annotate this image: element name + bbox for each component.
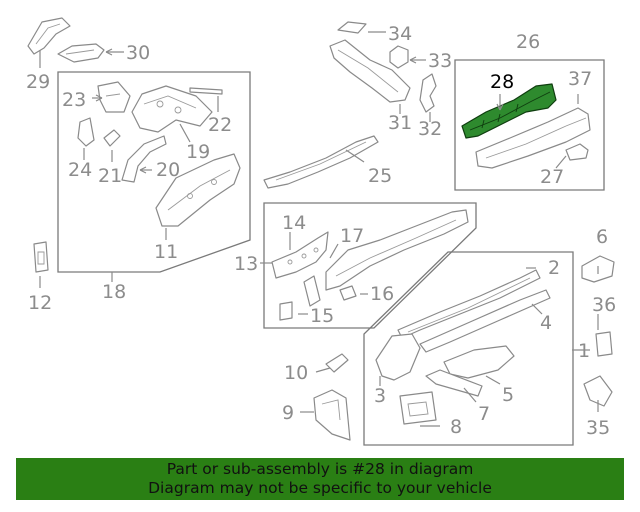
callout-34: 34 bbox=[388, 23, 412, 45]
part-16-clip[interactable] bbox=[339, 285, 357, 301]
part-27-bracket[interactable] bbox=[565, 143, 589, 161]
callout-26: 26 bbox=[516, 31, 540, 53]
callout-36: 36 bbox=[592, 294, 616, 316]
banner-line-disclaimer: Diagram may not be specific to your vehi… bbox=[148, 479, 492, 497]
part-11-apron-rail[interactable] bbox=[155, 153, 241, 227]
callout-33: 33 bbox=[428, 50, 452, 72]
part-25-reinforcement[interactable] bbox=[263, 135, 379, 189]
part-3-sill-extension[interactable] bbox=[375, 333, 421, 381]
part-12-bracket[interactable] bbox=[33, 241, 49, 273]
part-36-plate[interactable] bbox=[595, 331, 613, 357]
callout-19: 19 bbox=[186, 141, 210, 163]
banner-line-part-notice: Part or sub-assembly is #28 in diagram bbox=[166, 460, 474, 478]
callout-1: 1 bbox=[578, 340, 590, 362]
group-box-13 bbox=[263, 202, 477, 329]
callout-12: 12 bbox=[28, 292, 52, 314]
callout-9: 9 bbox=[282, 402, 294, 424]
callout-labels: 29 30 34 33 31 32 23 22 19 24 21 20 11 1… bbox=[26, 23, 616, 439]
callout-20: 20 bbox=[156, 159, 180, 181]
part-24-brace[interactable] bbox=[77, 117, 95, 147]
callout-5: 5 bbox=[502, 384, 514, 406]
part-33-clip[interactable] bbox=[389, 45, 409, 69]
group-box-26 bbox=[454, 59, 605, 191]
part-34-plate[interactable] bbox=[337, 21, 367, 34]
callout-15: 15 bbox=[310, 305, 334, 327]
part-10-bolt[interactable] bbox=[325, 353, 349, 373]
callout-11: 11 bbox=[154, 241, 178, 263]
callout-21: 21 bbox=[98, 165, 122, 187]
part-20-wheelhouse-lower[interactable] bbox=[121, 135, 167, 183]
callout-37: 37 bbox=[568, 68, 592, 90]
callout-10: 10 bbox=[284, 362, 308, 384]
part-14-plate[interactable] bbox=[271, 231, 329, 279]
exploded-parts-diagram: 29 30 34 33 31 32 23 22 19 24 21 20 11 1… bbox=[26, 17, 616, 446]
part-7-crossmember[interactable] bbox=[425, 369, 483, 397]
group-box-1 bbox=[363, 251, 574, 446]
part-28-side-member[interactable] bbox=[461, 83, 557, 139]
part-15-bracket[interactable] bbox=[279, 301, 293, 321]
callout-14: 14 bbox=[282, 212, 306, 234]
part-22-strip[interactable] bbox=[189, 87, 223, 95]
callout-25: 25 bbox=[368, 165, 392, 187]
callout-29: 29 bbox=[26, 71, 50, 93]
callout-32: 32 bbox=[418, 118, 442, 140]
part-13-bracket[interactable] bbox=[303, 275, 321, 307]
part-21-bracket[interactable] bbox=[103, 129, 121, 147]
callout-2: 2 bbox=[548, 257, 560, 279]
callout-31: 31 bbox=[388, 112, 412, 134]
part-4-rocker-inner[interactable] bbox=[419, 289, 551, 353]
part-9-bracket[interactable] bbox=[313, 389, 351, 441]
callout-4: 4 bbox=[540, 312, 552, 334]
callout-17: 17 bbox=[340, 225, 364, 247]
callout-8: 8 bbox=[450, 416, 462, 438]
part-2-rocker-outer[interactable] bbox=[397, 269, 541, 339]
callout-23: 23 bbox=[62, 89, 86, 111]
callout-27: 27 bbox=[540, 166, 564, 188]
group-box-18 bbox=[57, 71, 251, 273]
callout-22: 22 bbox=[208, 114, 232, 136]
part-5-floor-pan[interactable] bbox=[443, 345, 515, 379]
part-31-upper-rail[interactable] bbox=[329, 39, 411, 103]
callout-35: 35 bbox=[586, 417, 610, 439]
callout-30: 30 bbox=[126, 42, 150, 64]
part-29-wheelhouse-bracket[interactable] bbox=[27, 17, 71, 55]
callout-6: 6 bbox=[596, 226, 608, 248]
part-17-inner-rail[interactable] bbox=[325, 209, 469, 291]
callout-3: 3 bbox=[374, 385, 386, 407]
part-19-wheelhouse-upper[interactable] bbox=[131, 85, 213, 133]
part-35-bracket[interactable] bbox=[583, 375, 613, 407]
part-37-frame-rail[interactable] bbox=[475, 107, 591, 169]
info-banner: Part or sub-assembly is #28 in diagram D… bbox=[16, 458, 624, 500]
callout-16: 16 bbox=[370, 283, 394, 305]
part-30-bracket[interactable] bbox=[57, 43, 105, 63]
callout-18: 18 bbox=[102, 281, 126, 303]
part-32-bracket[interactable] bbox=[419, 73, 437, 113]
part-8-bracket[interactable] bbox=[399, 391, 437, 425]
leader-lines bbox=[39, 31, 599, 427]
callout-7: 7 bbox=[478, 403, 490, 425]
callout-24: 24 bbox=[68, 159, 92, 181]
callout-13: 13 bbox=[234, 253, 258, 275]
part-23-bracket[interactable] bbox=[97, 81, 131, 113]
callout-28-highlighted: 28 bbox=[490, 71, 514, 93]
